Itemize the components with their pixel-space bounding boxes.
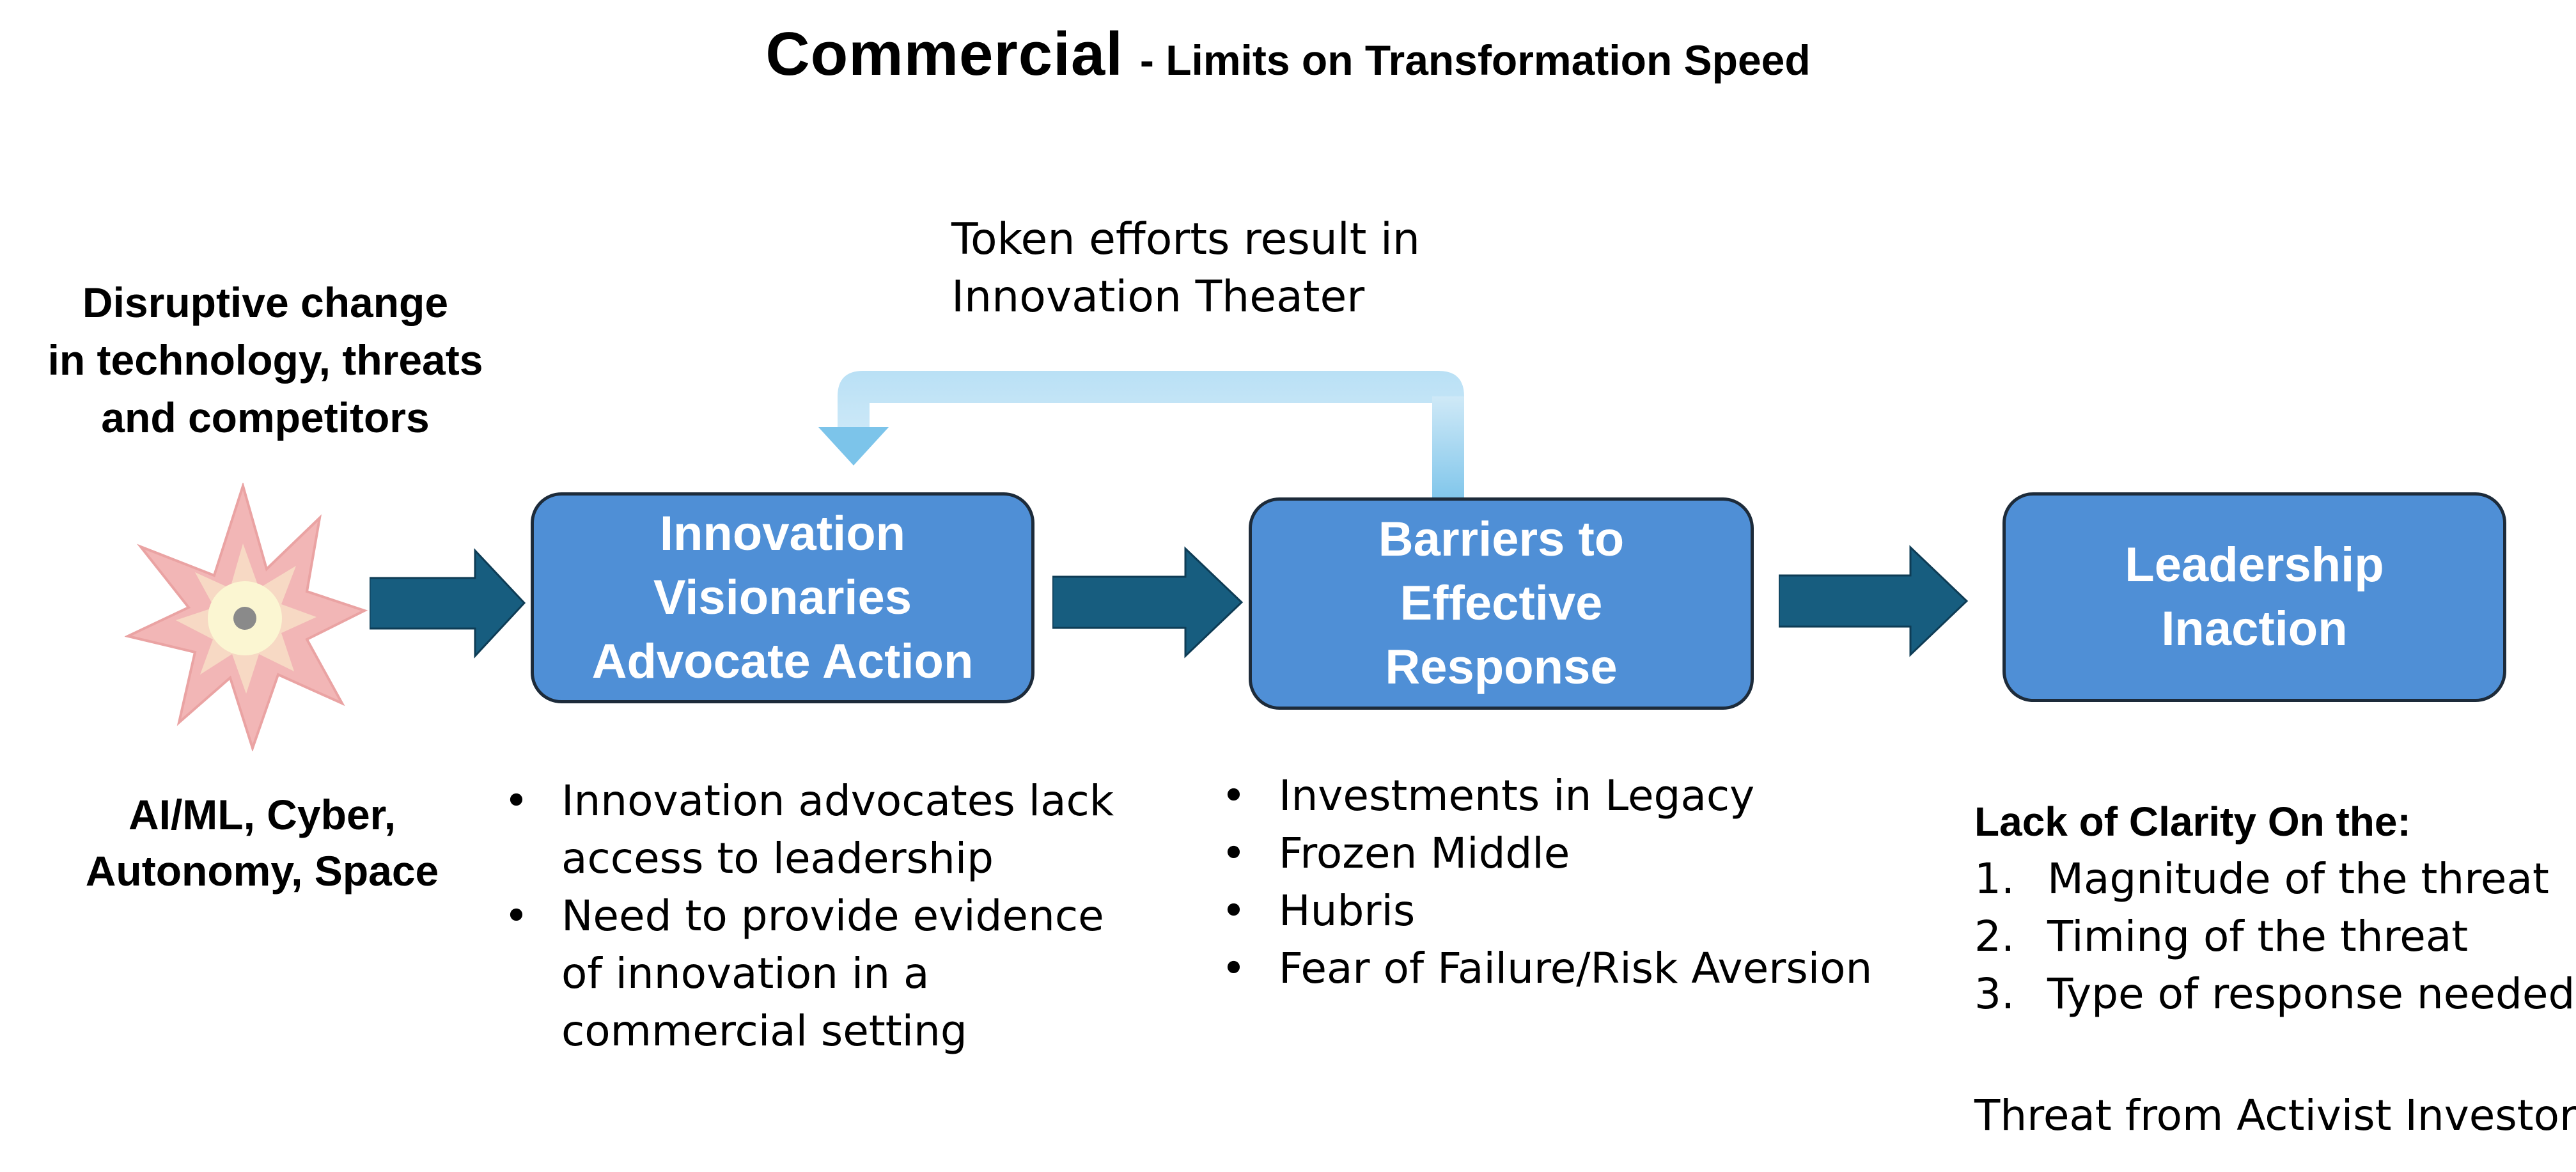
list-item: 1. Magnitude of the threat — [1974, 850, 2575, 908]
box-line: Innovation — [659, 506, 906, 561]
bullet-line: Innovation advocates lack — [561, 776, 1114, 825]
technologies-label: AI/ML, Cyber, Autonomy, Space — [26, 786, 499, 899]
box-line: Leadership — [2125, 538, 2384, 592]
bullet-line: commercial setting — [561, 1006, 967, 1056]
list-item: 3. Type of response needed — [1974, 965, 2575, 1023]
trigger-line: in technology, threats — [47, 336, 483, 384]
title-main: Commercial — [765, 20, 1123, 88]
box-line: Advocate Action — [591, 634, 974, 689]
box-line: Barriers to — [1378, 512, 1625, 566]
clarity-numbered-list: 1. Magnitude of the threat 2. Timing of … — [1974, 850, 2575, 1023]
item-number: 2. — [1974, 912, 2015, 961]
explosion-center-dot — [233, 607, 256, 630]
leadership-inaction-box: Leadership Inaction — [2002, 492, 2506, 702]
box-line: Effective — [1400, 576, 1603, 630]
barrier-bullet-list: Investments in Legacy Frozen Middle Hubr… — [1217, 767, 1921, 997]
item-text: Timing of the threat — [2047, 912, 2469, 961]
item-text: Type of response needed — [2047, 969, 2575, 1019]
list-item: Hubris — [1217, 882, 1921, 940]
diagram-title: Commercial - Limits on Transformation Spe… — [0, 19, 2576, 90]
innovation-visionaries-box: Innovation Visionaries Advocate Action — [531, 492, 1034, 703]
item-number: 1. — [1974, 854, 2015, 903]
feedback-line: Innovation Theater — [951, 272, 1365, 322]
technologies-line: Autonomy, Space — [85, 847, 439, 895]
item-text: Magnitude of the threat — [2047, 854, 2549, 903]
list-item: Frozen Middle — [1217, 825, 1921, 882]
bullet-line: of innovation in a — [561, 949, 930, 998]
feedback-riser — [838, 371, 1464, 504]
bullet-line: Need to provide evidence — [561, 891, 1104, 941]
bullet-line: access to leadership — [561, 834, 994, 883]
activist-investors-note: Threat from Activist Investors — [1974, 1091, 2576, 1140]
list-item: Investments in Legacy — [1217, 767, 1921, 825]
box-line: Visionaries — [653, 570, 912, 625]
trigger-line: and competitors — [101, 394, 430, 441]
title-subtitle: - Limits on Transformation Speed — [1139, 36, 1811, 84]
arrow-barriers-to-leadership — [1779, 545, 1969, 657]
arrow-innovation-to-barriers — [1052, 546, 1244, 659]
feedback-arrowhead — [818, 427, 889, 465]
box-line: Inaction — [2161, 602, 2348, 656]
box-line: Response — [1385, 640, 1618, 694]
clarity-heading: Lack of Clarity On the: — [1974, 799, 2411, 845]
item-number: 3. — [1974, 969, 2015, 1019]
arrow-trigger-to-innovation — [370, 548, 526, 659]
innovation-bullet-list: Innovation advocates lack access to lead… — [500, 772, 1165, 1060]
list-item: 2. Timing of the threat — [1974, 908, 2575, 965]
trigger-label: Disruptive change in technology, threats… — [13, 274, 518, 446]
trigger-line: Disruptive change — [82, 279, 449, 326]
list-item: Innovation advocates lack access to lead… — [500, 772, 1165, 887]
barriers-box: Barriers to Effective Response — [1249, 497, 1754, 710]
explosion-icon — [125, 483, 368, 751]
feedback-label: Token efforts result in Innovation Theat… — [951, 211, 1514, 326]
technologies-line: AI/ML, Cyber, — [128, 791, 396, 838]
feedback-loop-arrow — [818, 371, 1464, 505]
feedback-line: Token efforts result in — [951, 214, 1421, 265]
list-item: Fear of Failure/Risk Aversion — [1217, 940, 1921, 997]
feedback-riser-shade — [1432, 396, 1464, 505]
list-item: Need to provide evidence of innovation i… — [500, 887, 1165, 1060]
